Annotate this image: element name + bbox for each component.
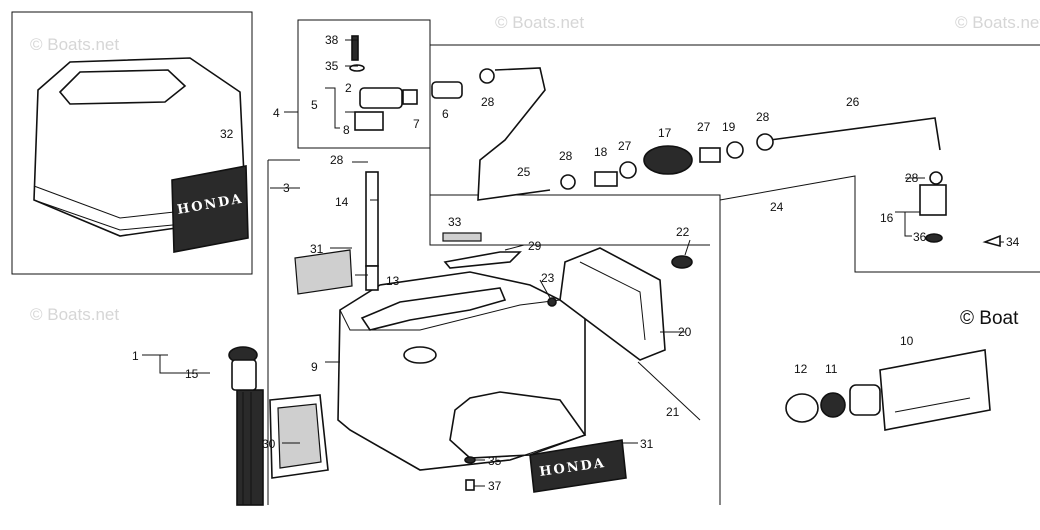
- callout-34: 34: [1006, 235, 1020, 249]
- callout-31-b: 31: [640, 437, 654, 451]
- callout-24: 24: [770, 200, 784, 214]
- callout-20: 20: [678, 325, 692, 339]
- callout-13: 13: [386, 274, 400, 288]
- callout-23: 23: [541, 271, 555, 285]
- label-decal: [294, 249, 353, 295]
- hose-frame: [429, 44, 1040, 246]
- callout-2: 2: [345, 81, 352, 95]
- callout-3: 3: [283, 181, 290, 195]
- callout-22: 22: [676, 225, 690, 239]
- callout-38: 38: [325, 33, 339, 47]
- left-frame-line: [267, 159, 300, 505]
- callout-28-a: 28: [481, 95, 495, 109]
- callout-27-b: 27: [618, 139, 632, 153]
- callout-31-a: 31: [310, 242, 324, 256]
- watermark: © Boats.net: [30, 305, 119, 324]
- callout-28-c: 28: [559, 149, 573, 163]
- copyright-text: © Boat: [960, 308, 1019, 329]
- callout-28-e: 28: [905, 171, 919, 185]
- clip: [982, 234, 1001, 248]
- fuel-hose-short: [477, 67, 551, 201]
- callout-26: 26: [846, 95, 860, 109]
- callout-27-a: 27: [697, 120, 711, 134]
- callout-36: 36: [913, 230, 927, 244]
- callout-1: 1: [132, 349, 139, 363]
- cover-frame: [11, 11, 253, 275]
- callout-group: [142, 39, 1004, 487]
- watermark: © Boats.net: [30, 35, 119, 54]
- watermark: © Boats.net: [955, 13, 1040, 32]
- callout-33: 33: [448, 215, 462, 229]
- callout-37: 37: [488, 479, 502, 493]
- callout-6: 6: [442, 107, 449, 121]
- washer: [464, 456, 476, 464]
- gasket: [269, 394, 329, 479]
- callout-30: 30: [262, 437, 276, 451]
- callout-32: 32: [220, 127, 234, 141]
- callout-5: 5: [311, 98, 318, 112]
- callout-9: 9: [311, 360, 318, 374]
- callout-35-a: 35: [325, 59, 339, 73]
- callout-7: 7: [413, 117, 420, 131]
- callout-11: 11: [825, 362, 838, 376]
- callout-10: 10: [900, 334, 914, 348]
- callout-19: 19: [722, 120, 736, 134]
- callout-16: 16: [880, 211, 894, 225]
- callout-14: 14: [335, 195, 349, 209]
- callout-28-d: 28: [756, 110, 770, 124]
- callout-17: 17: [658, 126, 672, 140]
- priming-pump: [349, 35, 495, 131]
- fuel-meter-assembly: [785, 349, 991, 431]
- callout-18: 18: [594, 145, 608, 159]
- callout-21: 21: [666, 405, 680, 419]
- tank-emblem-plate: HONDA: [529, 439, 627, 493]
- watermark: © Boats.net: [495, 13, 584, 32]
- callout-4: 4: [273, 106, 280, 120]
- callout-28-b: 28: [330, 153, 344, 167]
- callout-8: 8: [343, 123, 350, 137]
- bolt: [465, 479, 475, 491]
- tank-side-cover: [547, 247, 701, 421]
- callout-35-b: 35: [488, 454, 502, 468]
- hose-frame-right: [719, 175, 1040, 273]
- callout-29: 29: [528, 239, 542, 253]
- cover-emblem-plate: HONDA: [171, 165, 249, 253]
- hose-band-plates: [442, 232, 522, 269]
- watermark-group: © Boats.net © Boats.net © Boats.net © Bo…: [30, 13, 1040, 324]
- callout-15: 15: [185, 367, 199, 381]
- callout-25: 25: [517, 165, 531, 179]
- fuel-gauge-assembly: [228, 346, 264, 506]
- callout-12: 12: [794, 362, 808, 376]
- primer-bulb: [560, 133, 774, 190]
- fuel-hose-long: [769, 117, 941, 151]
- fuel-strainer: [365, 171, 379, 291]
- tank-frame: [430, 194, 721, 505]
- fuel-tank: [337, 271, 587, 471]
- fuel-connector: [919, 171, 947, 243]
